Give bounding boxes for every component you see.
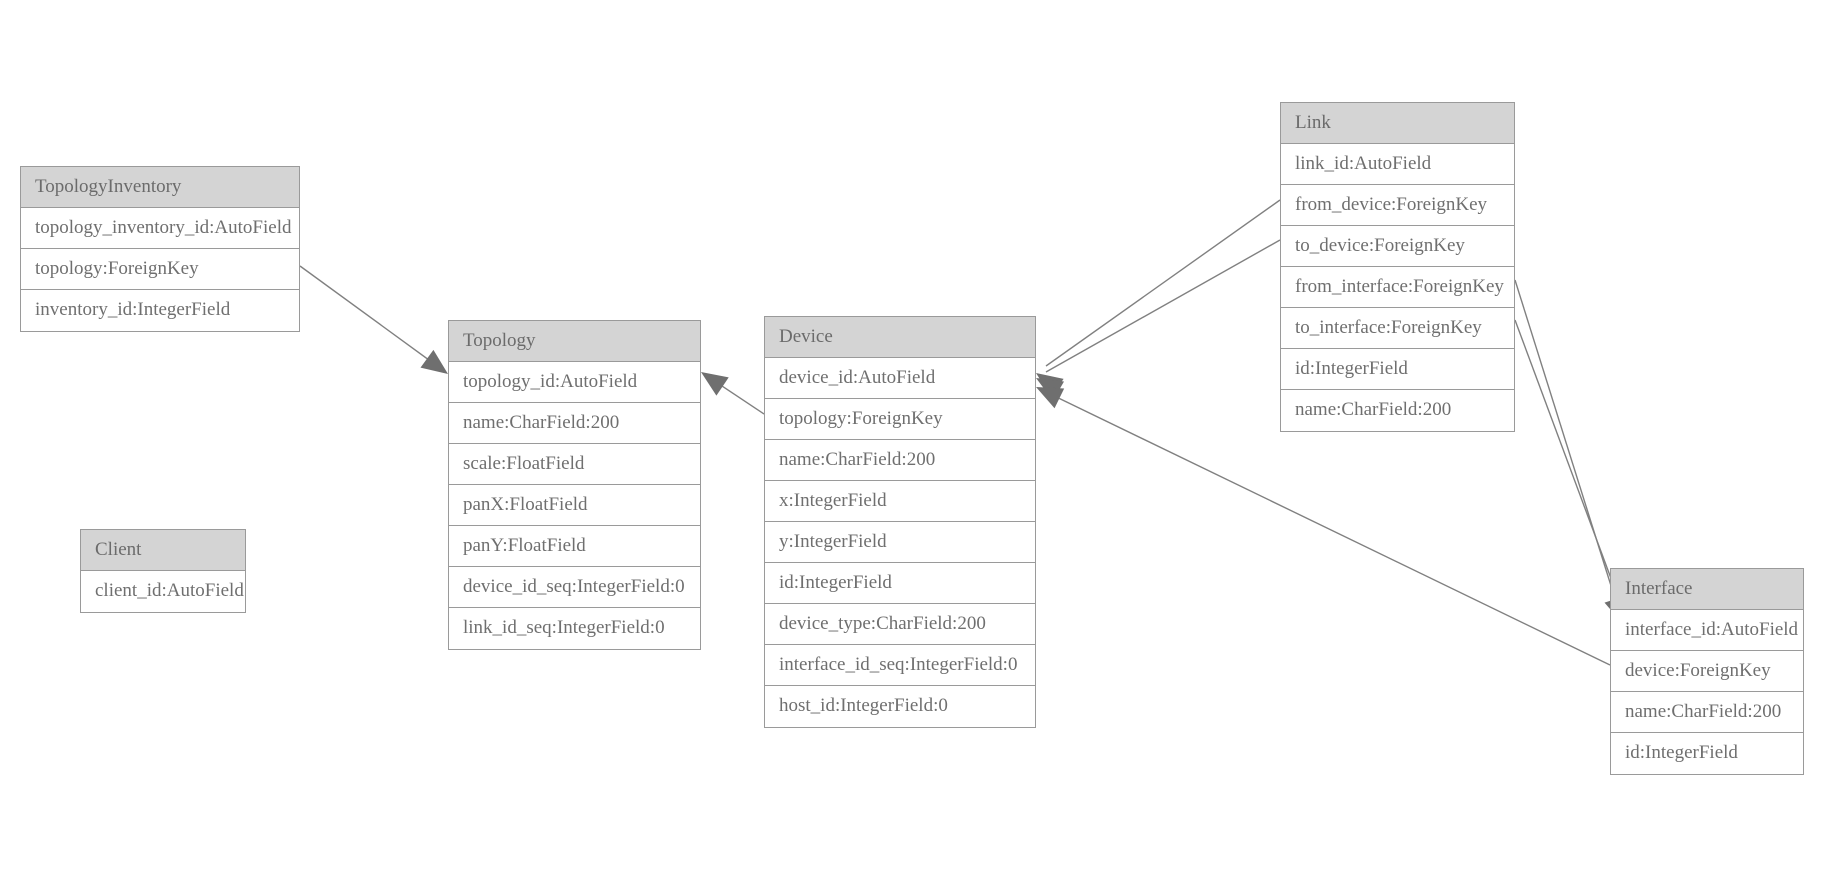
entity-field: topology_id:AutoField <box>449 362 700 403</box>
relationship-line <box>1045 391 1611 666</box>
rel-link-to-device[interactable] <box>1031 239 1281 401</box>
entity-field: host_id:IntegerField:0 <box>765 686 1035 727</box>
relationship-line <box>1045 199 1281 367</box>
entity-field: device:ForeignKey <box>1611 651 1803 692</box>
entity-title-link: Link <box>1281 103 1514 144</box>
entity-field: to_interface:ForeignKey <box>1281 308 1514 349</box>
entity-field: topology:ForeignKey <box>21 249 299 290</box>
entity-field: topology:ForeignKey <box>765 399 1035 440</box>
arrowhead-icon <box>1036 387 1065 409</box>
entity-field: scale:FloatField <box>449 444 700 485</box>
entity-title-interface: Interface <box>1611 569 1803 610</box>
entity-field: y:IntegerField <box>765 522 1035 563</box>
entity-field: from_interface:ForeignKey <box>1281 267 1514 308</box>
rel-topologyinventory-topology[interactable] <box>299 265 454 383</box>
entity-field: device_type:CharField:200 <box>765 604 1035 645</box>
entity-field: x:IntegerField <box>765 481 1035 522</box>
entity-field: panY:FloatField <box>449 526 700 567</box>
entity-field: client_id:AutoField <box>81 571 245 612</box>
entity-field: name:CharField:200 <box>765 440 1035 481</box>
relationship-line <box>1514 279 1619 609</box>
entity-title-client: Client <box>81 530 245 571</box>
entity-field: device_id:AutoField <box>765 358 1035 399</box>
entity-field: interface_id_seq:IntegerField:0 <box>765 645 1035 686</box>
entity-title-topology: Topology <box>449 321 700 362</box>
rel-link-from-device[interactable] <box>1030 199 1281 397</box>
entity-field: name:CharField:200 <box>1611 692 1803 733</box>
entity-field: id:IntegerField <box>1281 349 1514 390</box>
relationship-line <box>299 265 445 372</box>
entity-title-device: Device <box>765 317 1035 358</box>
relationship-line <box>1045 239 1281 373</box>
entity-field: link_id:AutoField <box>1281 144 1514 185</box>
relationship-line <box>1514 319 1623 609</box>
relationship-line <box>709 377 765 415</box>
entity-field: id:IntegerField <box>765 563 1035 604</box>
entity-field: name:CharField:200 <box>449 403 700 444</box>
entity-field: name:CharField:200 <box>1281 390 1514 431</box>
entity-field: panX:FloatField <box>449 485 700 526</box>
entity-field: interface_id:AutoField <box>1611 610 1803 651</box>
entity-field: to_device:ForeignKey <box>1281 226 1514 267</box>
entity-field: topology_inventory_id:AutoField <box>21 208 299 249</box>
entity-title-topology_inventory: TopologyInventory <box>21 167 299 208</box>
entity-field: from_device:ForeignKey <box>1281 185 1514 226</box>
rel-device-topology[interactable] <box>695 363 765 415</box>
entity-field: device_id_seq:IntegerField:0 <box>449 567 700 608</box>
entity-field: link_id_seq:IntegerField:0 <box>449 608 700 649</box>
entity-field: inventory_id:IntegerField <box>21 290 299 331</box>
entity-field: id:IntegerField <box>1611 733 1803 774</box>
